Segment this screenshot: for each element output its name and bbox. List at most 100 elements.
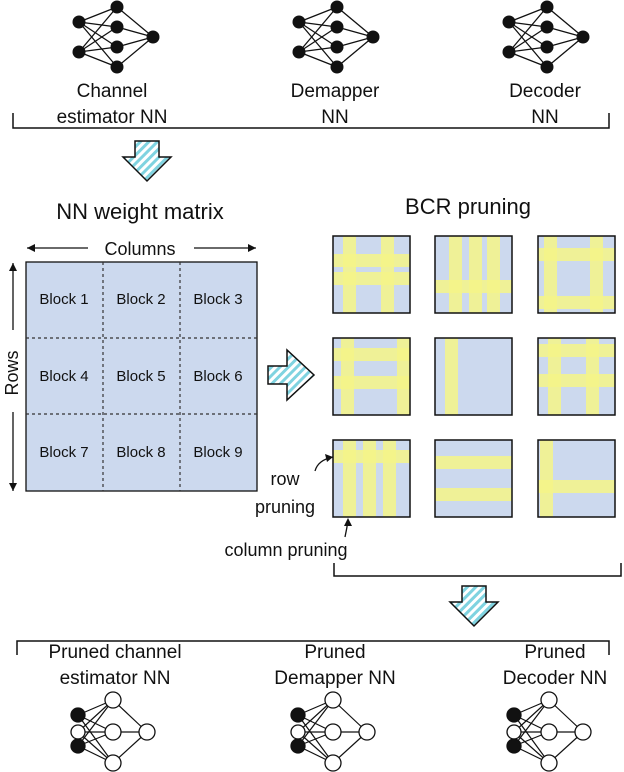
nn-edge: [508, 6, 548, 53]
nn-neuron: [540, 754, 558, 772]
nn-neuron: [72, 15, 86, 29]
top-net-2-label-line2: NN: [321, 107, 348, 128]
pruned-row-band: [435, 488, 512, 501]
nn-neuron: [540, 40, 554, 54]
nn-neuron: [70, 738, 86, 754]
pruned-row-band: [435, 456, 512, 469]
nn-edge: [336, 36, 374, 68]
pruned-column-band: [590, 236, 603, 313]
pruned-column-band: [397, 338, 410, 415]
nn-edge: [78, 51, 118, 68]
pruned-block-border: [434, 235, 513, 314]
pruned-column-band: [487, 236, 500, 313]
nn-edge: [297, 699, 334, 747]
top-networks: [72, 0, 590, 74]
nn-neuron: [110, 20, 124, 34]
nn-edge: [298, 21, 338, 48]
pruned-net-3-label-line2: Decoder NN: [503, 668, 608, 689]
nn-neuron: [330, 0, 344, 14]
nn-neuron: [540, 20, 554, 34]
pruned-block-border: [434, 337, 513, 416]
pruned-block: [537, 439, 616, 518]
pruned-net-2-label-line2: Demapper NN: [274, 668, 395, 689]
nn-neuron: [104, 723, 122, 741]
matrix-title: NN weight matrix: [56, 199, 223, 224]
down-arrow-icon: [448, 585, 500, 628]
pruned-row-band: [538, 480, 615, 493]
nn-neuron: [292, 45, 306, 59]
nn-edge: [508, 6, 548, 23]
pruned-column-band: [548, 338, 561, 415]
pruned-net-2-label-line1: Pruned: [304, 642, 365, 663]
nn-edge: [298, 51, 338, 68]
nn-edge: [78, 21, 118, 68]
pruned-block: [434, 439, 513, 518]
row-pruning-pointer-head: [325, 454, 333, 462]
pruned-column-band: [343, 440, 356, 517]
pruned-block-border: [537, 235, 616, 314]
top-net-1-label-line1: Channel: [77, 81, 148, 102]
block-8-label: Block 8: [116, 444, 165, 461]
pruned-block-border: [434, 439, 513, 518]
pruned-block-border: [537, 337, 616, 416]
right-arrow-icon: [267, 348, 316, 402]
nn-neuron: [324, 723, 342, 741]
block-7-label: Block 7: [39, 444, 88, 461]
nn-neuron: [72, 45, 86, 59]
nn-edge: [298, 21, 338, 68]
nn-neuron: [576, 30, 590, 44]
down-arrow-icon: [121, 140, 173, 183]
nn-neuron: [358, 723, 376, 741]
pruned-column-band: [363, 440, 376, 517]
pruned-block-bg: [435, 440, 512, 517]
nn-neuron: [146, 30, 160, 44]
pruned-block: [537, 337, 616, 416]
pruned-block-border: [537, 439, 616, 518]
pruned-net-3-label-line1: Pruned: [524, 642, 585, 663]
channel-estimator-nn-icon: [72, 0, 160, 74]
columns-arrow: [27, 244, 256, 252]
nn-edge: [546, 6, 584, 38]
nn-neuron: [290, 707, 306, 723]
top-net-3-label-line1: Decoder: [509, 81, 581, 102]
nn-neuron: [324, 754, 342, 772]
nn-edge: [298, 26, 338, 53]
pruned-column-band: [445, 338, 458, 415]
row-pruning-label-line1: row: [270, 469, 300, 489]
nn-neuron: [330, 20, 344, 34]
nn-edge: [298, 6, 338, 23]
pruned-column-band: [449, 236, 462, 313]
pruned-channel-estimator-nn-icon: [70, 691, 156, 772]
pruned-block: [332, 439, 411, 518]
pruned-block: [537, 235, 616, 314]
nn-edge: [336, 6, 374, 38]
block-5-label: Block 5: [116, 368, 165, 385]
nn-neuron: [366, 30, 380, 44]
block-2-label: Block 2: [116, 291, 165, 308]
weight-matrix: [25, 261, 258, 492]
columns-label: Columns: [104, 239, 175, 259]
row-pruning-label-line2: pruning: [255, 497, 315, 517]
nn-neuron: [540, 0, 554, 14]
nn-neuron: [502, 15, 516, 29]
nn-edge: [513, 699, 550, 747]
pruned-column-band: [381, 236, 394, 313]
pruned-column-band: [343, 236, 356, 313]
block-9-label: Block 9: [193, 444, 242, 461]
block-6-label: Block 6: [193, 368, 242, 385]
pruned-block: [332, 235, 411, 314]
nn-neuron: [138, 723, 156, 741]
nn-neuron: [506, 738, 522, 754]
nn-edge: [78, 21, 118, 48]
nn-neuron: [70, 724, 86, 740]
nn-neuron: [292, 15, 306, 29]
nn-edge: [508, 21, 548, 48]
nn-neuron: [110, 40, 124, 54]
demapper-nn-icon: [292, 0, 380, 74]
top-net-1-label-line2: estimator NN: [57, 107, 168, 128]
nn-neuron: [574, 723, 592, 741]
pruned-block: [434, 337, 513, 416]
nn-neuron: [502, 45, 516, 59]
column-pruning-label: column pruning: [224, 540, 347, 560]
